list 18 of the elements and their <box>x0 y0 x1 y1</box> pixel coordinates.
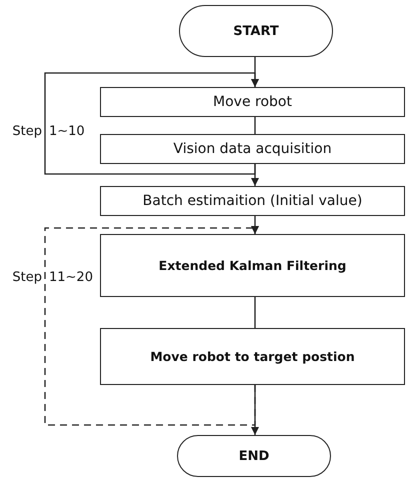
process-box <box>100 186 405 216</box>
node-text: START <box>233 24 279 38</box>
arrow <box>44 72 259 175</box>
node-text: END <box>238 448 270 464</box>
process-box <box>100 87 405 117</box>
dashed-loop-arrow <box>44 226 259 426</box>
node-text: Batch estimaition (Initial value) <box>142 193 362 209</box>
step-label: Step <box>12 270 42 285</box>
node-text: Move robot to target postion <box>150 349 355 364</box>
node-text: Vision data acquisition <box>173 141 332 157</box>
process-box <box>100 328 405 385</box>
process-box <box>100 234 405 297</box>
step-label: Step <box>12 124 42 139</box>
terminal-shape <box>177 435 331 477</box>
node-text: Extended Kalman Filtering <box>158 258 346 273</box>
terminal-shape <box>179 5 333 57</box>
node-text: Move robot <box>213 94 292 110</box>
process-box <box>100 134 405 164</box>
